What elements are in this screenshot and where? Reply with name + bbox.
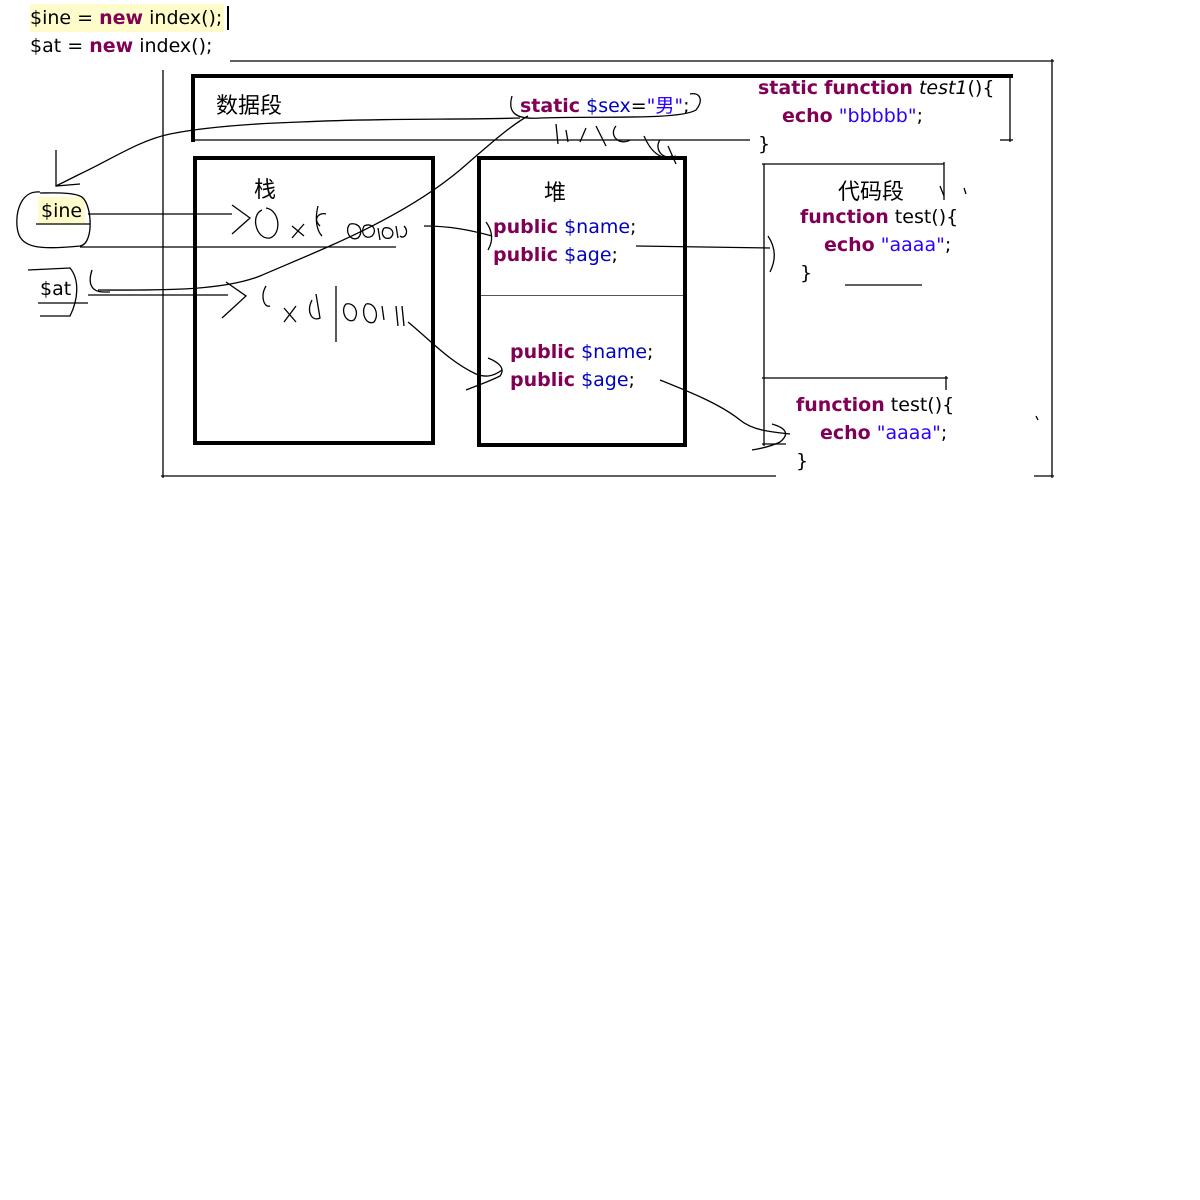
function-signature: (){ bbox=[967, 77, 995, 99]
function-name: test1 bbox=[918, 77, 968, 99]
mark-at bbox=[27, 267, 78, 317]
static-keyword: static bbox=[758, 77, 819, 99]
data-segment-box bbox=[191, 74, 1013, 142]
public-keyword: public bbox=[510, 341, 576, 363]
code-function-test-1: function test(){ echo "aaaa"; } bbox=[800, 203, 958, 287]
address-scribble-1 bbox=[231, 204, 408, 241]
sex-value: "男" bbox=[646, 95, 684, 117]
echo-keyword: echo bbox=[820, 422, 871, 444]
heap-box bbox=[477, 156, 687, 447]
function-name: test(){ bbox=[888, 206, 959, 228]
var-ine: $ine bbox=[30, 7, 72, 29]
code-function-test-2: function test(){ echo "aaaa"; } bbox=[796, 391, 954, 475]
echo-string: "aaaa" bbox=[880, 234, 945, 256]
code-line-2: $at = new index(); bbox=[30, 32, 212, 60]
heap-object-1: public $name; public $age; bbox=[493, 213, 636, 269]
name-property: $name bbox=[564, 216, 631, 238]
stack-label: 栈 bbox=[254, 178, 277, 203]
closing-brace: } bbox=[800, 262, 813, 284]
semicolon: ; bbox=[916, 105, 923, 127]
new-keyword: new bbox=[99, 7, 144, 29]
semicolon: ; bbox=[647, 341, 654, 363]
mark-at-hook bbox=[89, 269, 110, 293]
stack-var-ine: $ine bbox=[38, 197, 86, 225]
age-property: $age bbox=[564, 244, 612, 266]
assign-op: = bbox=[71, 7, 100, 29]
echo-string: "aaaa" bbox=[876, 422, 941, 444]
semicolon: ; bbox=[683, 95, 690, 117]
stack-box bbox=[193, 156, 435, 445]
constructor-call: index(); bbox=[143, 7, 223, 29]
semicolon: ; bbox=[630, 216, 637, 238]
closing-brace: } bbox=[796, 450, 809, 472]
semicolon: ; bbox=[940, 422, 948, 444]
static-function-test1: static function test1(){ echo "bbbbb"; } bbox=[758, 74, 994, 158]
assign-op: = bbox=[630, 95, 647, 117]
static-sex-declaration: static $sex="男"; bbox=[520, 92, 690, 120]
arrow-static-to-ine bbox=[55, 117, 521, 187]
data-segment-label: 数据段 bbox=[216, 94, 283, 119]
static-sex-scribble bbox=[555, 123, 677, 165]
function-keyword: function bbox=[796, 394, 885, 416]
circle-ine bbox=[16, 191, 91, 249]
text-cursor bbox=[227, 6, 229, 30]
assign-op: = bbox=[61, 35, 90, 57]
public-keyword: public bbox=[510, 369, 576, 391]
closing-brace: } bbox=[758, 133, 771, 155]
address-scribble-2 bbox=[221, 281, 405, 342]
new-keyword: new bbox=[89, 35, 134, 57]
semicolon: ; bbox=[628, 369, 635, 391]
heap-label: 堆 bbox=[544, 181, 567, 206]
arrow-heap2-to-code bbox=[659, 379, 791, 451]
arrow-stack-to-heap-2 bbox=[407, 321, 503, 391]
echo-keyword: echo bbox=[824, 234, 875, 256]
constructor-call: index(); bbox=[133, 35, 213, 57]
code-segment-label: 代码段 bbox=[838, 180, 905, 205]
static-keyword: static bbox=[520, 95, 581, 117]
function-name: test(){ bbox=[884, 394, 955, 416]
arrow-heap1-to-code-head bbox=[767, 235, 775, 273]
arrow-stack-to-static bbox=[97, 115, 529, 291]
stack-var-at: $at bbox=[40, 278, 72, 300]
arrow-heap1-to-code bbox=[635, 245, 771, 249]
age-property: $age bbox=[581, 369, 629, 391]
name-property: $name bbox=[581, 341, 648, 363]
stray-mark-2 bbox=[1035, 415, 1039, 421]
semicolon: ; bbox=[611, 244, 618, 266]
public-keyword: public bbox=[493, 216, 559, 238]
sex-var: $sex bbox=[586, 95, 631, 117]
static-sex-circle bbox=[510, 93, 701, 119]
code-line-1: $ine = new index(); bbox=[30, 4, 225, 32]
heap-object-2: public $name; public $age; bbox=[510, 338, 653, 394]
function-keyword: function bbox=[824, 77, 913, 99]
public-keyword: public bbox=[493, 244, 559, 266]
semicolon: ; bbox=[944, 234, 952, 256]
stray-mark-1 bbox=[939, 185, 967, 197]
var-at: $at bbox=[30, 35, 62, 57]
heap-divider bbox=[481, 295, 683, 296]
echo-keyword: echo bbox=[782, 105, 833, 127]
arrow-stack-to-heap-1 bbox=[423, 221, 493, 251]
function-keyword: function bbox=[800, 206, 889, 228]
echo-string: "bbbbb" bbox=[838, 105, 917, 127]
